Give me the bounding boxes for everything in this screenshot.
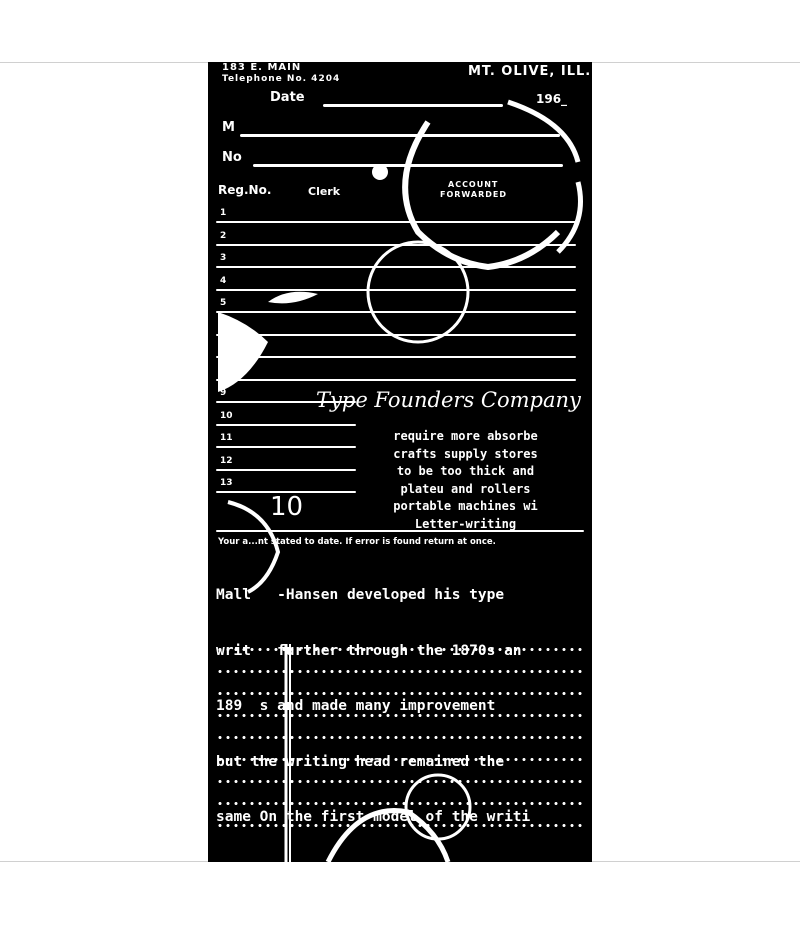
forwarded-label: FORWARDED [440,190,507,199]
small-text-line: to be too thick and [396,464,535,478]
dotted-row [216,802,586,805]
dotted-row [216,780,586,783]
row-number: 9 [220,388,227,398]
address-text: 183 E. MAIN [222,62,302,73]
small-text-line: Letter-writing [414,516,517,531]
body-text-block: Mall -Hansen developed his type writ fur… [216,549,530,862]
row-number: 4 [220,275,227,286]
city-text: MT. OLIVE, ILL. [468,64,592,79]
date-label: Date [270,90,305,105]
small-text-line: crafts supply stores [393,446,538,461]
dotted-row [216,824,586,827]
dotted-row [216,758,586,761]
body-text-line: Mall -Hansen developed his type [216,587,505,603]
small-text-line: plateu and rollers [400,481,531,496]
ledger-line [216,468,356,471]
row-number: 3 [220,253,227,263]
body-text-line: but the writing head remained the [216,753,505,770]
dotted-row [216,670,586,673]
row-number: 11 [220,433,233,443]
small-text-line: portable machines wi [393,499,538,513]
row-number: 7 [220,343,227,353]
row-number: 10 [220,410,233,421]
ledger-line [216,356,576,358]
ledger-line [216,266,576,268]
dotted-row [216,714,586,717]
row-number: 8 [220,365,227,376]
ledger-line [216,423,356,426]
notice-text: Your a...nt stated to date. If error is … [218,537,496,547]
ledger-line [216,243,576,246]
ledger-line [216,288,576,291]
no-label: No [222,150,242,165]
company-title: Type Founders Company [316,388,581,412]
ledger-line [216,311,576,313]
year-text: 196_ [536,92,568,106]
account-label: ACCOUNT [448,180,499,189]
row-number: 13 [220,478,233,488]
ledger-line [216,333,576,336]
m-label: M [222,120,235,135]
body-text-line: 189 s and made many improvement [216,698,496,714]
row-number: 5 [220,298,227,308]
small-text-block: require more absorbe crafts supply store… [358,428,573,533]
ledger-line [216,221,576,223]
ledger-line [216,446,356,448]
telephone-text: Telephone No. 4204 [222,74,341,84]
ledger-line [216,401,356,403]
dotted-row [216,736,586,739]
ledger-line [216,491,356,493]
ledger-line [216,378,576,381]
body-text-line: same On the first model of the writi [216,809,531,825]
clerk-label: Clerk [308,185,341,198]
small-text-line: require more absorbe [393,429,538,443]
big-number: 10 [270,492,304,522]
row-number: 6 [220,320,227,331]
stencil-decorations [218,99,583,862]
row-number: 1 [220,208,227,218]
dotted-row [216,648,586,651]
row-number: 2 [220,230,227,241]
row-number: 12 [220,455,233,466]
dotted-row [216,692,586,695]
reg-no-label: Reg.No. [218,183,272,197]
stencil-image: 183 E. MAIN Telephone No. 4204 MT. OLIVE… [208,62,592,862]
